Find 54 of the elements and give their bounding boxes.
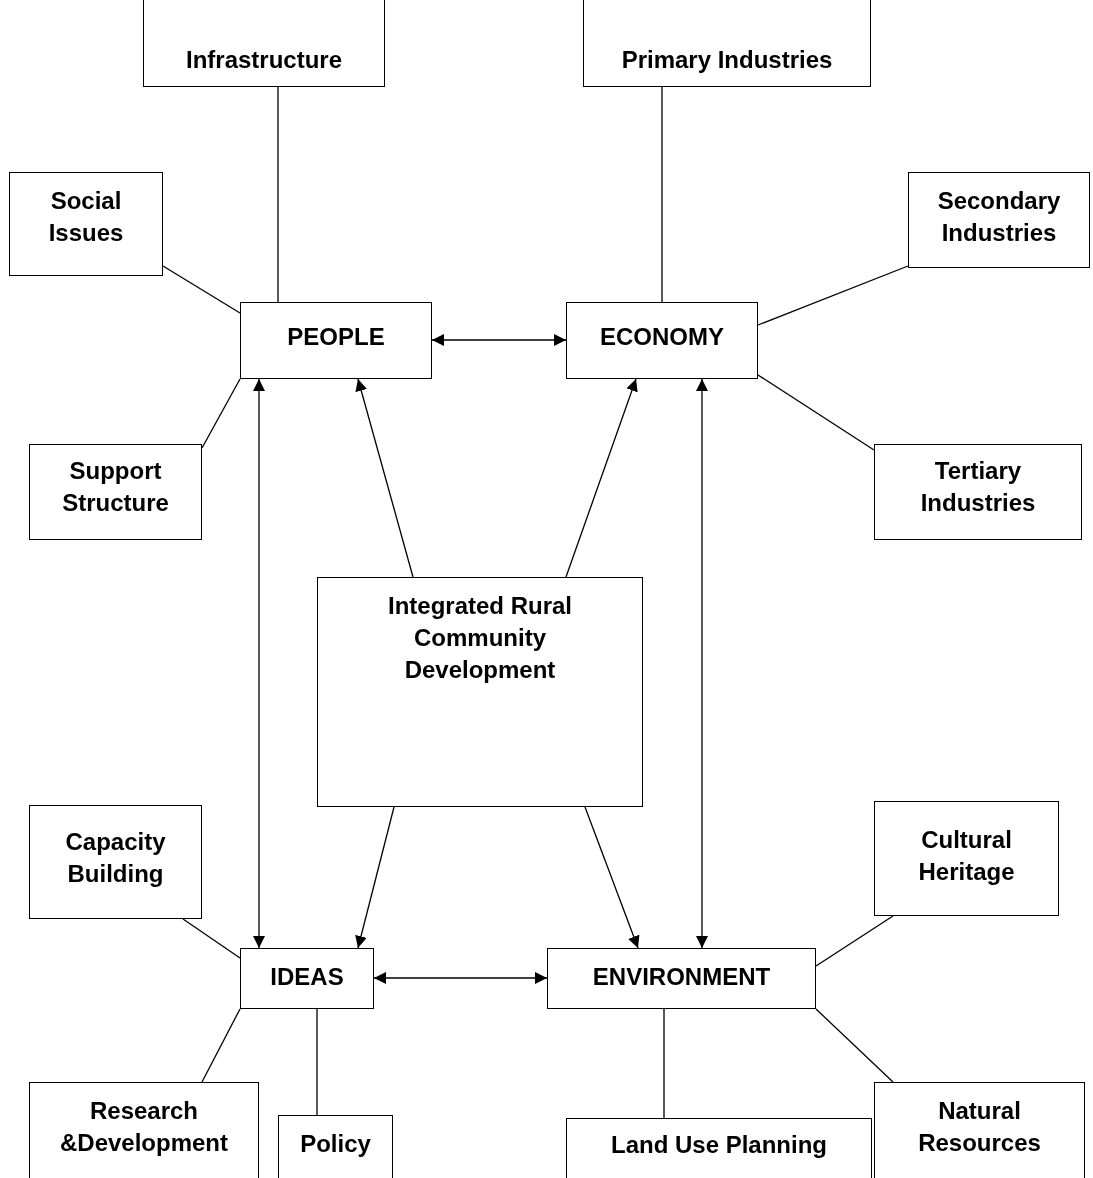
box-label: Primary Industries (620, 45, 834, 75)
box-label: Natural Resources (917, 1096, 1042, 1158)
box-label: IDEAS (269, 962, 345, 992)
arrow (355, 806, 395, 949)
box-label: Tertiary Industries (919, 456, 1037, 518)
connector-line (663, 1008, 665, 1119)
box-label: Research &Development (58, 1096, 229, 1158)
connector-line (277, 86, 279, 303)
connector-line (661, 86, 663, 303)
arrow (355, 378, 414, 578)
box-label: ENVIRONMENT (591, 962, 772, 992)
box-label: Support Structure (61, 456, 170, 518)
box-label: Capacity Building (64, 827, 167, 889)
box-label: Integrated Rural Community Development (387, 591, 573, 685)
box-label: Secondary Industries (936, 186, 1062, 248)
box-label: Social Issues (47, 186, 125, 248)
text-box (29, 1082, 259, 1178)
text-box (874, 1082, 1085, 1178)
arrow (584, 806, 640, 949)
text-box (317, 577, 643, 807)
arrow (431, 334, 567, 346)
connector-line (201, 1008, 241, 1083)
connector-line (757, 374, 875, 451)
text-box (566, 302, 758, 379)
text-box (278, 1115, 393, 1178)
box-label: Policy (299, 1129, 372, 1159)
box-label: ECONOMY (599, 322, 725, 352)
connector-line (815, 1008, 894, 1083)
box-label: Infrastructure (184, 45, 343, 75)
text-box (29, 444, 202, 540)
connector-line (162, 265, 241, 314)
text-box (547, 948, 816, 1009)
text-box (143, 0, 385, 87)
text-box (566, 1118, 872, 1178)
text-box (9, 172, 163, 276)
connector-line (201, 378, 241, 449)
text-box (874, 801, 1059, 916)
text-box (583, 0, 871, 87)
text-box (908, 172, 1090, 268)
arrow (696, 378, 708, 949)
text-box (874, 444, 1082, 540)
box-label: Land Use Planning (610, 1130, 828, 1160)
arrow (373, 972, 548, 984)
connector-line (182, 918, 241, 959)
box-label: PEOPLE (286, 322, 386, 352)
box-label: Cultural Heritage (917, 825, 1016, 887)
connector-line (316, 1008, 318, 1116)
text-box (240, 302, 432, 379)
text-box (240, 948, 374, 1009)
arrow (253, 378, 265, 949)
arrow (565, 378, 638, 578)
text-box (29, 805, 202, 919)
connector-line (757, 265, 909, 326)
connector-line (815, 915, 894, 967)
